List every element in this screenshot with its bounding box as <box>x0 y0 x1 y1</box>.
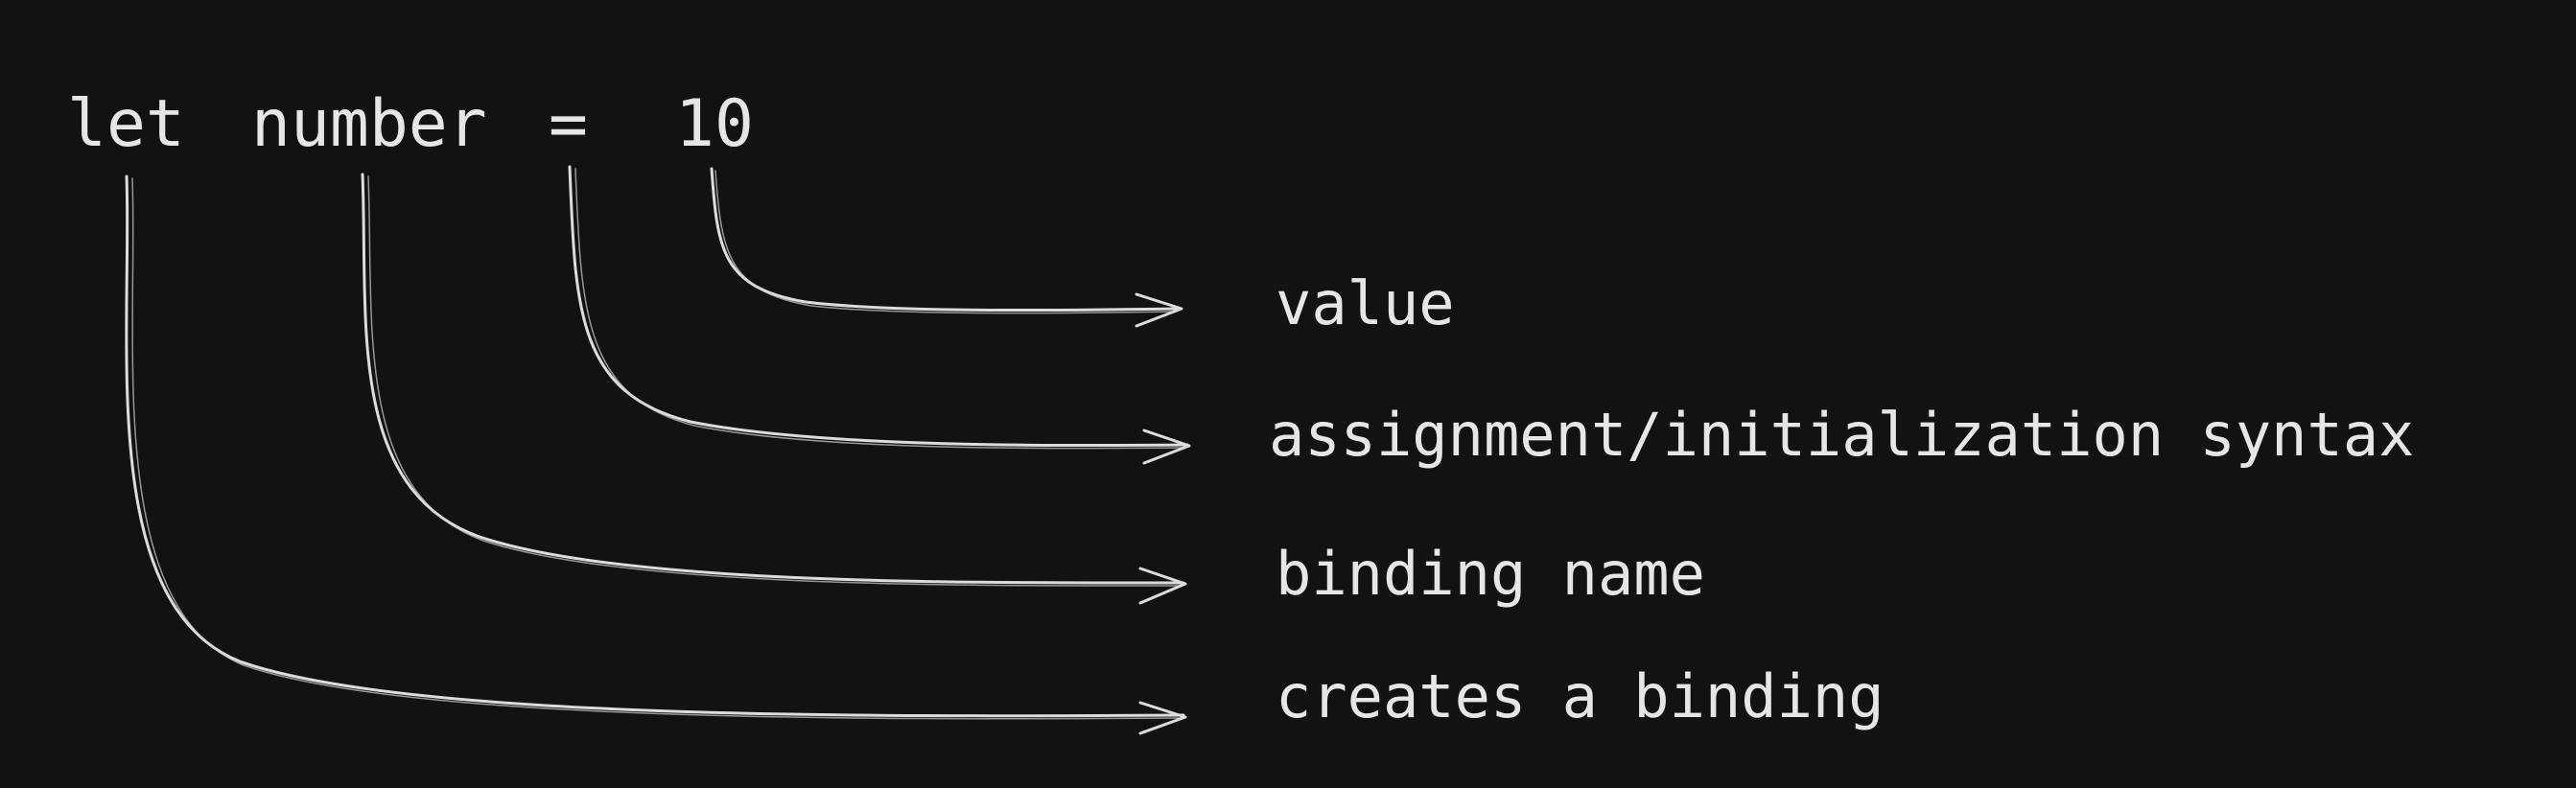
label-keyword: creates a binding <box>1276 661 1885 731</box>
connector-binding-name <box>361 173 1187 605</box>
annotation-labels: value assignment/initialization syntax b… <box>1269 268 2414 731</box>
code-identifier: number <box>251 86 487 162</box>
arrowhead-icon <box>1142 429 1191 465</box>
arrowhead-icon <box>1138 701 1187 735</box>
code-operator: = <box>549 86 588 162</box>
code-keyword: let <box>67 86 185 162</box>
connector-assignment <box>568 165 1191 465</box>
connector-value <box>710 167 1183 328</box>
label-binding-name: binding name <box>1276 539 1705 609</box>
connector-keyword <box>125 174 1187 735</box>
label-value: value <box>1276 268 1455 338</box>
label-assignment: assignment/initialization syntax <box>1269 400 2414 470</box>
arrowhead-icon <box>1135 292 1183 328</box>
code-value: 10 <box>675 86 754 162</box>
arrowhead-icon <box>1138 567 1187 605</box>
code-line: let number = 10 <box>67 86 754 162</box>
